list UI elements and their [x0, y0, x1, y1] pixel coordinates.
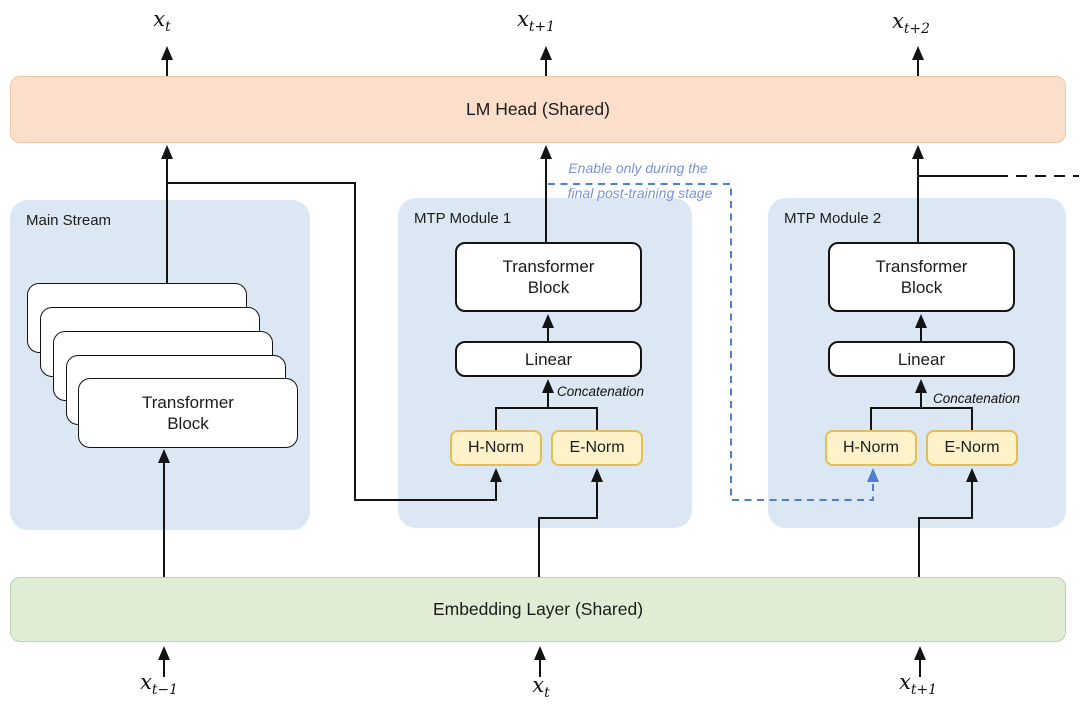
mtp2-linear-label: Linear	[897, 349, 946, 369]
mtp2-h-norm-label: H-Norm	[843, 439, 899, 456]
output-label-xt: xt	[153, 7, 170, 35]
embedding-label: Embedding Layer (Shared)	[432, 599, 644, 619]
mtp-module-1-title: MTP Module 1	[414, 210, 512, 227]
output-label-xt2: xt+2	[892, 9, 930, 37]
output-1-base: x	[517, 7, 529, 31]
output-0-sub: t	[165, 19, 171, 36]
mtp1-e-norm: E-Norm	[551, 430, 643, 466]
main-transformer-block-label: Transformer Block	[142, 393, 234, 433]
input-label-xt1: xt+1	[899, 670, 937, 698]
mtp2-e-norm-label: E-Norm	[944, 439, 1000, 456]
mtp1-transformer-block: Transformer Block	[455, 242, 642, 312]
mtp1-transformer-block-label: Transformer Block	[502, 257, 595, 297]
mtp2-transformer-block: Transformer Block	[828, 242, 1015, 312]
input-2-sub: t+1	[910, 682, 937, 699]
embedding-bar: Embedding Layer (Shared)	[10, 577, 1066, 642]
input-label-xt-1: xt−1	[140, 670, 178, 698]
mtp1-linear-label: Linear	[524, 349, 573, 369]
input-0-sub: t−1	[151, 682, 178, 699]
output-1-sub: t+1	[528, 19, 555, 36]
input-1-base: x	[532, 673, 545, 697]
input-2-base: x	[899, 670, 911, 694]
main-stream-title: Main Stream	[26, 212, 112, 229]
lm-head-bar: LM Head (Shared)	[10, 76, 1066, 143]
output-2-base: x	[892, 9, 904, 33]
mtp1-linear: Linear	[455, 341, 642, 377]
output-2-sub: t+2	[903, 21, 930, 38]
main-stack-block-front: Transformer Block	[78, 378, 298, 448]
mtp2-e-norm: E-Norm	[926, 430, 1018, 466]
mtp1-e-norm-label: E-Norm	[569, 439, 625, 456]
input-0-base: x	[140, 670, 152, 694]
mtp2-concat-label: Concatenation	[933, 391, 1021, 406]
mtp1-h-norm-label: H-Norm	[468, 439, 524, 456]
enable-note-line2: final post-training stage	[567, 185, 713, 201]
output-0-base: x	[153, 7, 166, 31]
lm-head-label: LM Head (Shared)	[466, 99, 610, 119]
enable-note-line1: Enable only during the	[568, 160, 708, 176]
output-label-xt1: xt+1	[517, 7, 555, 35]
mtp1-concat-label: Concatenation	[557, 384, 645, 399]
mtp2-linear: Linear	[828, 341, 1015, 377]
input-1-sub: t	[544, 685, 550, 702]
mtp2-h-norm: H-Norm	[825, 430, 917, 466]
mtp2-transformer-block-label: Transformer Block	[875, 257, 968, 297]
mtp-module-2-title: MTP Module 2	[784, 210, 882, 227]
mtp1-h-norm: H-Norm	[450, 430, 542, 466]
input-label-xt: xt	[532, 673, 549, 701]
